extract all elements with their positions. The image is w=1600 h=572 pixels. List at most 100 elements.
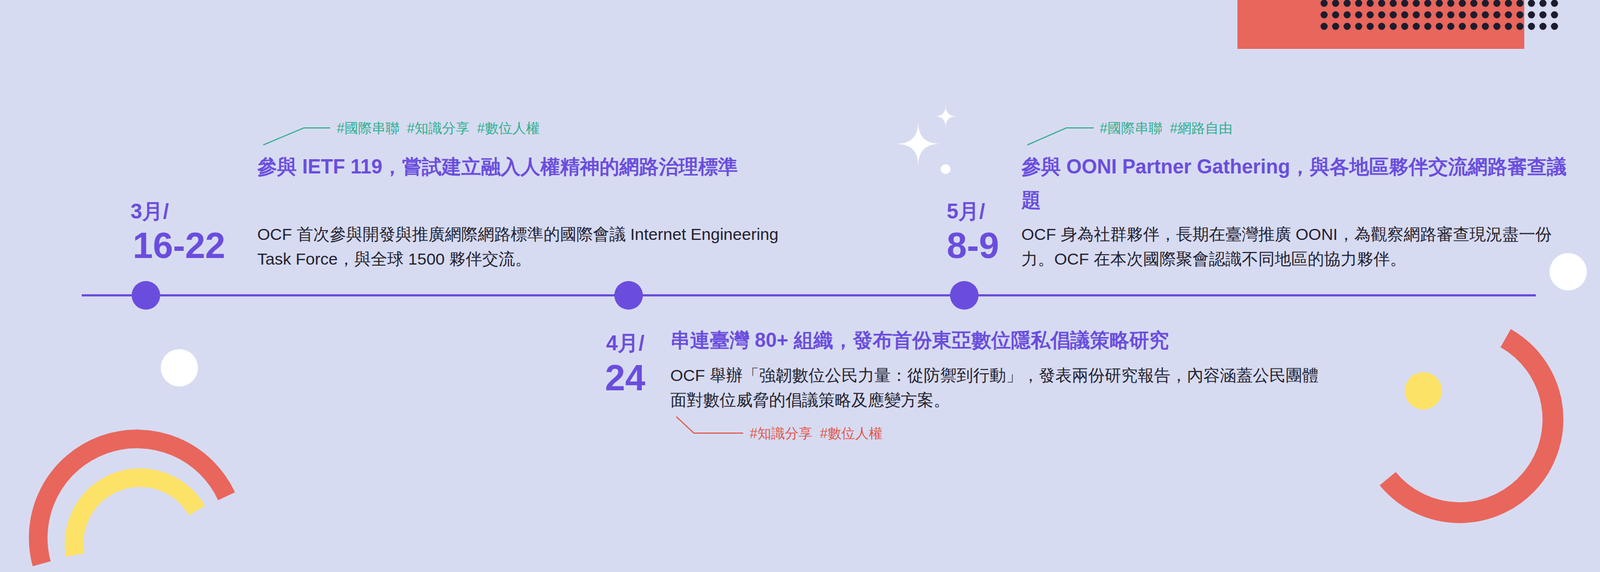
grid-dot — [1447, 23, 1455, 31]
tag-row: #知識分享 #數位人權 — [749, 423, 883, 443]
event-body: OCF 舉辦「強韌數位公民力量：從防禦到行動」，發表兩份研究報告，內容涵蓋公民團… — [670, 362, 1334, 412]
grid-dot — [1401, 11, 1409, 19]
event-title: 串連臺灣 80+ 組織，發布首份東亞數位隱私倡議策略研究 — [670, 323, 1356, 357]
timeline-dot — [131, 280, 161, 310]
grid-dot — [1493, 0, 1501, 8]
grid-dot — [1424, 23, 1432, 31]
event-title: 參與 IETF 119，嘗試建立融入人權精神的網路治理標準 — [257, 149, 768, 184]
hashtag: #數位人權 — [820, 423, 883, 443]
grid-dot — [1401, 23, 1409, 31]
yellow-circle-right — [1404, 371, 1443, 410]
timeline-axis — [81, 294, 1536, 297]
white-circle-right — [1549, 252, 1587, 291]
grid-dot — [1355, 11, 1363, 19]
grid-dot — [1459, 23, 1467, 31]
grid-dot — [1412, 23, 1421, 31]
grid-dot — [1505, 11, 1513, 19]
event-month: 4月/ — [606, 330, 645, 355]
grid-dot — [1482, 23, 1490, 31]
dot-grid — [1320, 0, 1559, 31]
grid-dot — [1516, 23, 1524, 31]
grid-dot — [1459, 11, 1467, 19]
grid-dot — [1528, 23, 1536, 31]
grid-dot — [1447, 11, 1455, 19]
grid-dot — [1401, 0, 1409, 8]
grid-dot — [1539, 0, 1547, 8]
yellow-arc-left — [74, 477, 197, 555]
tag-row: #國際串聯 #知識分享 #數位人權 — [336, 118, 540, 138]
timeline-dot — [950, 280, 979, 310]
grid-dot — [1470, 23, 1478, 31]
grid-dot — [1459, 0, 1467, 8]
grid-dot — [1332, 11, 1340, 19]
top-red-bar — [1237, 0, 1525, 49]
grid-dot — [1516, 11, 1524, 19]
event-days: 16-22 — [132, 225, 226, 265]
grid-dot — [1412, 11, 1421, 19]
event-days: 8-9 — [946, 225, 999, 265]
tag-leader — [676, 416, 744, 433]
grid-dot — [1343, 0, 1351, 8]
hashtag: #國際串聯 — [336, 118, 400, 138]
grid-dot — [1332, 0, 1340, 8]
grid-dot — [1424, 11, 1432, 19]
grid-dot — [1366, 0, 1375, 8]
white-circle-left — [160, 348, 199, 387]
grid-dot — [1528, 0, 1536, 8]
hashtag: #國際串聯 — [1099, 118, 1163, 138]
event-title: 參與 OONI Partner Gathering，與各地區夥伴交流網路審查議題 — [1021, 149, 1570, 217]
red-arc-left — [38, 438, 227, 564]
grid-dot — [1389, 0, 1398, 8]
grid-dot — [1378, 0, 1386, 8]
event-month: 5月/ — [946, 199, 986, 224]
grid-dot — [1493, 23, 1501, 31]
grid-dot — [1389, 23, 1398, 31]
grid-dot — [1320, 0, 1328, 8]
grid-dot — [1435, 23, 1444, 31]
grid-dot — [1470, 0, 1478, 8]
red-arc-right — [1387, 337, 1553, 513]
hashtag: #數位人權 — [477, 118, 540, 138]
hashtag: #知識分享 — [406, 118, 470, 138]
grid-dot — [1528, 11, 1536, 19]
grid-dot — [1320, 23, 1328, 31]
grid-dot — [1505, 23, 1513, 31]
grid-dot — [1366, 23, 1375, 31]
event-body: OCF 身為社群夥伴，長期在臺灣推廣 OONI，為觀察網路審查現況盡一份力。OC… — [1021, 221, 1554, 271]
grid-dot — [1539, 23, 1547, 31]
grid-dot — [1389, 11, 1398, 19]
tag-leader — [263, 127, 331, 145]
grid-dot — [1470, 11, 1478, 19]
grid-dot — [1378, 11, 1386, 19]
grid-dot — [1447, 0, 1455, 8]
hashtag: #網路自由 — [1169, 118, 1233, 138]
grid-dot — [1551, 23, 1559, 31]
hashtag: #知識分享 — [749, 423, 813, 443]
grid-dot — [1551, 0, 1559, 8]
grid-dot — [1343, 11, 1351, 19]
event-body: OCF 首次參與開發與推廣網際網路標準的國際會議 Internet Engine… — [257, 221, 784, 271]
grid-dot — [1378, 23, 1386, 31]
grid-dot — [1539, 11, 1547, 19]
grid-dot — [1493, 11, 1501, 19]
sparkle-small — [934, 105, 957, 128]
grid-dot — [1355, 23, 1363, 31]
grid-dot — [1551, 11, 1559, 19]
event-month: 3月/ — [130, 199, 169, 224]
grid-dot — [1435, 11, 1444, 19]
event-days: 24 — [605, 357, 646, 398]
grid-dot — [1424, 0, 1432, 8]
grid-dot — [1482, 0, 1490, 8]
grid-dot — [1435, 0, 1444, 8]
grid-dot — [1412, 0, 1421, 8]
grid-dot — [1332, 23, 1340, 31]
grid-dot — [1366, 11, 1375, 19]
timeline-dot — [614, 280, 643, 310]
grid-dot — [1355, 0, 1363, 8]
grid-dot — [1320, 11, 1328, 19]
small-white-dot — [940, 164, 951, 174]
grid-dot — [1482, 11, 1490, 19]
tag-row: #國際串聯 #網路自由 — [1099, 118, 1233, 138]
